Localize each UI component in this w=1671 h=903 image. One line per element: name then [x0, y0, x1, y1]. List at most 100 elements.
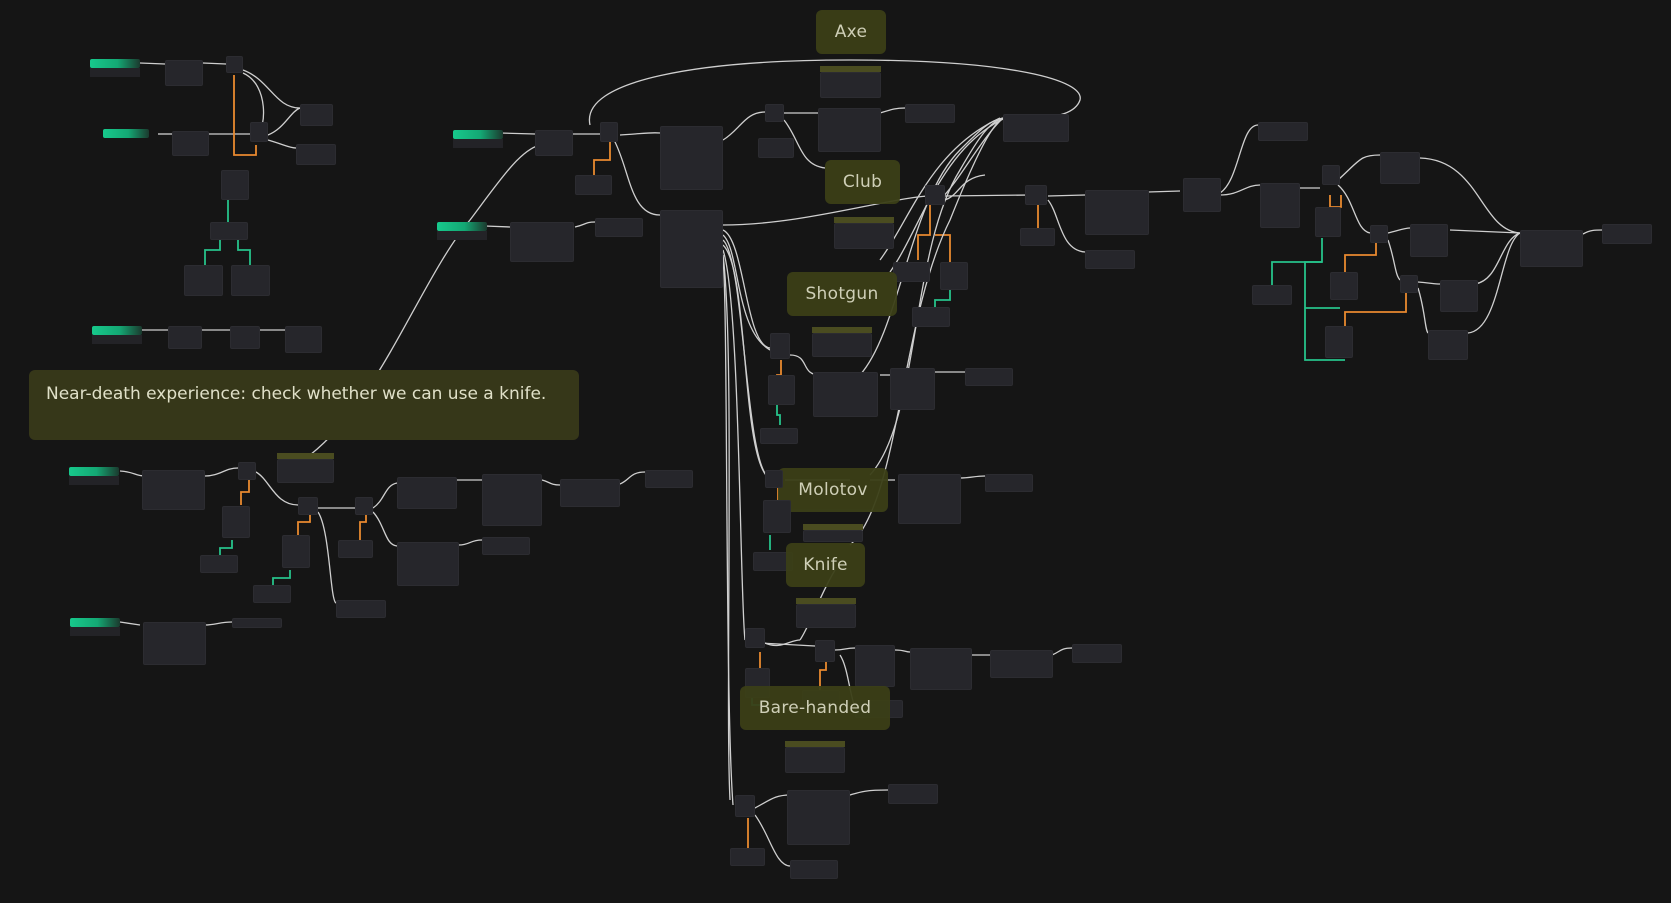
graph-node[interactable] — [1072, 644, 1122, 663]
graph-node[interactable] — [1085, 190, 1149, 235]
event-node[interactable] — [69, 467, 119, 476]
graph-node[interactable] — [1440, 280, 1478, 312]
graph-node[interactable] — [226, 56, 243, 73]
graph-node[interactable] — [787, 790, 850, 845]
graph-node[interactable] — [1260, 183, 1300, 228]
graph-node[interactable] — [1315, 207, 1341, 237]
graph-node[interactable] — [298, 497, 318, 515]
graph-node[interactable] — [1400, 275, 1418, 293]
graph-node[interactable] — [888, 784, 938, 804]
graph-node[interactable] — [1428, 330, 1468, 360]
graph-node[interactable] — [200, 555, 238, 573]
graph-node[interactable] — [230, 326, 260, 349]
graph-node[interactable] — [296, 144, 336, 165]
graph-node[interactable] — [990, 650, 1053, 678]
graph-node[interactable] — [285, 326, 322, 353]
graph-node[interactable] — [482, 474, 542, 526]
graph-node[interactable] — [336, 600, 386, 618]
graph-node[interactable] — [184, 265, 223, 296]
graph-node[interactable] — [355, 497, 373, 515]
graph-node[interactable] — [1258, 122, 1308, 141]
graph-node[interactable] — [168, 326, 202, 349]
graph-node[interactable] — [595, 218, 643, 237]
graph-node[interactable] — [560, 479, 620, 507]
graph-node[interactable] — [803, 530, 863, 542]
graph-node[interactable] — [812, 333, 872, 357]
graph-node[interactable] — [745, 628, 765, 648]
graph-node[interactable] — [1370, 225, 1388, 243]
graph-node[interactable] — [765, 104, 784, 122]
graph-node[interactable] — [222, 506, 250, 538]
graph-node[interactable] — [1085, 250, 1135, 269]
comment-box[interactable]: Near-death experience: check whether we … — [29, 370, 579, 440]
graph-node[interactable] — [1003, 114, 1069, 142]
graph-node[interactable] — [172, 131, 209, 156]
graph-node[interactable] — [925, 185, 945, 205]
graph-node[interactable] — [253, 585, 291, 603]
graph-node[interactable] — [142, 470, 205, 510]
graph-node[interactable] — [1380, 152, 1420, 184]
graph-node[interactable] — [790, 860, 838, 879]
graph-node[interactable] — [1252, 285, 1292, 305]
graph-node[interactable] — [730, 848, 765, 866]
graph-node[interactable] — [575, 175, 612, 195]
graph-node[interactable] — [765, 470, 783, 488]
event-node[interactable] — [103, 129, 149, 138]
graph-node[interactable] — [250, 122, 268, 142]
event-node[interactable] — [92, 326, 142, 335]
graph-node[interactable] — [238, 462, 256, 480]
graph-node[interactable] — [735, 795, 755, 817]
graph-node[interactable] — [893, 262, 930, 282]
graph-node[interactable] — [965, 368, 1013, 386]
event-node[interactable] — [90, 59, 140, 68]
graph-node[interactable] — [1020, 228, 1055, 246]
graph-node[interactable] — [231, 265, 270, 296]
graph-node[interactable] — [985, 474, 1033, 492]
graph-node[interactable] — [912, 307, 950, 327]
graph-node[interactable] — [1330, 272, 1358, 300]
graph-node[interactable] — [768, 375, 795, 405]
graph-node[interactable] — [834, 223, 894, 249]
graph-node[interactable] — [1025, 185, 1047, 205]
graph-node[interactable] — [397, 477, 457, 509]
graph-node[interactable] — [820, 72, 881, 98]
graph-node[interactable] — [165, 60, 203, 86]
graph-node[interactable] — [940, 262, 968, 290]
graph-node[interactable] — [855, 645, 895, 687]
graph-node[interactable] — [796, 604, 856, 628]
graph-node[interactable] — [143, 622, 206, 665]
graph-node[interactable] — [758, 138, 794, 158]
graph-node[interactable] — [1322, 165, 1340, 185]
graph-node[interactable] — [905, 104, 955, 123]
graph-node[interactable] — [813, 372, 878, 417]
graph-node[interactable] — [600, 122, 618, 142]
graph-node[interactable] — [1183, 178, 1221, 212]
graph-node[interactable] — [660, 210, 723, 288]
graph-node[interactable] — [1410, 224, 1448, 257]
graph-node[interactable] — [760, 428, 798, 444]
graph-node[interactable] — [660, 126, 723, 190]
graph-node[interactable] — [1325, 326, 1353, 358]
graph-node[interactable] — [815, 640, 835, 662]
graph-node[interactable] — [1520, 230, 1583, 267]
graph-node[interactable] — [510, 222, 574, 262]
graph-node[interactable] — [221, 170, 249, 200]
graph-node[interactable] — [763, 500, 791, 533]
event-node[interactable] — [437, 222, 487, 231]
graph-node[interactable] — [1602, 224, 1652, 244]
graph-node[interactable] — [232, 618, 282, 628]
graph-node[interactable] — [300, 104, 333, 126]
graph-node[interactable] — [338, 540, 373, 558]
graph-node[interactable] — [890, 368, 935, 410]
graph-node[interactable] — [397, 542, 459, 586]
graph-node[interactable] — [770, 333, 790, 359]
graph-node[interactable] — [898, 474, 961, 524]
graph-node[interactable] — [785, 747, 845, 773]
graph-node[interactable] — [645, 470, 693, 488]
graph-node[interactable] — [210, 222, 248, 240]
graph-node[interactable] — [818, 108, 881, 152]
graph-node[interactable] — [277, 459, 334, 483]
graph-node[interactable] — [910, 648, 972, 690]
graph-node[interactable] — [482, 537, 530, 555]
